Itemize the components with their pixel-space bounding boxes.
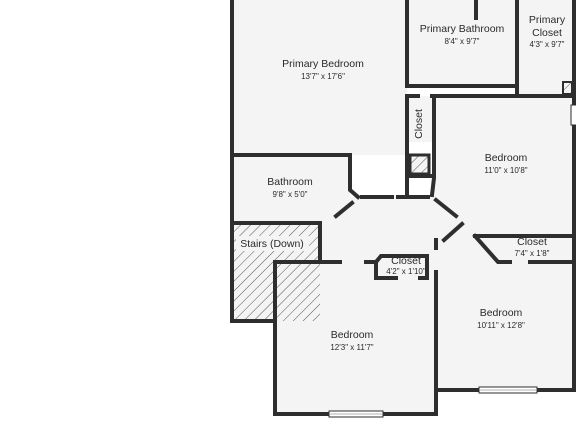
window-bedroom-right — [570, 104, 576, 126]
wall-hall-diag-right — [433, 197, 459, 219]
bedroom-bottom-dims: 12'3" x 11'7" — [330, 343, 373, 352]
primary-closet-name-line1: Primary — [529, 14, 566, 26]
hallway-area — [275, 195, 574, 390]
closet-small-dims: 4'2" x 1'10" — [386, 267, 426, 276]
primary-closet-area — [517, 0, 574, 96]
primary-closet-name-line2: Closet — [532, 27, 562, 39]
closet-small-name: Closet — [391, 255, 421, 267]
bedroom-bottom-right-dims: 10'11" x 12'8" — [477, 321, 525, 330]
bathroom-area — [232, 155, 350, 223]
closet-small-area — [376, 256, 427, 278]
wall-closet-small-box — [373, 254, 429, 280]
wall-closet-small-left — [374, 260, 398, 280]
closet-right-dims: 7'4" x 1'8" — [515, 249, 550, 258]
bedroom-bottom-name: Bedroom — [331, 329, 374, 341]
stairs-label-bg — [236, 236, 309, 251]
bedroom-right-dims: 11'0" x 10'8" — [484, 166, 527, 175]
primary-bathroom-area — [407, 0, 517, 86]
stairs-name: Stairs (Down) — [240, 238, 304, 250]
room-labels: Primary Bedroom 13'7" x 17'6" Primary Ba… — [236, 14, 566, 352]
hvac-box — [408, 153, 431, 176]
bedroom-right-name: Bedroom — [485, 152, 528, 164]
wall-closet-right-diag — [472, 233, 512, 264]
bedroom-bottom-right-name: Bedroom — [480, 307, 523, 319]
primary-bedroom-name: Primary Bedroom — [282, 58, 364, 70]
primary-bedroom-dims: 13'7" x 17'6" — [301, 72, 345, 81]
wall-bathroom-top — [230, 153, 361, 200]
bathroom-name: Bathroom — [267, 176, 313, 188]
primary-bathroom-dims: 8'4" x 9'7" — [445, 37, 480, 46]
walls — [230, 0, 576, 416]
closet-box-small — [562, 81, 573, 95]
windows — [328, 104, 576, 418]
bedroom-right-area — [434, 96, 574, 236]
room-fills — [232, 0, 574, 414]
wall-hall-diag-left — [333, 200, 355, 219]
wall-hall-diag-right-low — [441, 221, 465, 243]
bathroom-dims: 9'8" x 5'0" — [273, 190, 308, 199]
wall-closet-right — [429, 94, 436, 198]
wall-left-outer — [230, 0, 274, 323]
primary-bedroom-area — [232, 0, 407, 155]
closet-vertical-area — [407, 96, 434, 142]
primary-bathroom-name: Primary Bathroom — [420, 23, 505, 35]
closet-right-name: Closet — [517, 236, 547, 248]
primary-closet-dims: 4'3" x 9'7" — [530, 40, 565, 49]
closet-vertical-name: Closet — [413, 109, 425, 139]
